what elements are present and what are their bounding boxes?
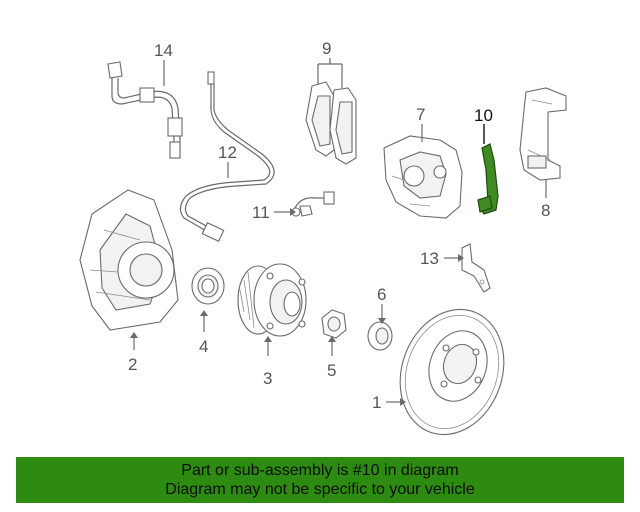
callout-13: 13: [420, 249, 439, 268]
callout-11: 11: [252, 203, 270, 222]
callout-14: 14: [154, 41, 173, 60]
part-5-nut: [321, 309, 347, 339]
part-7-caliper: [383, 135, 463, 219]
part-8-caliper-bracket: [519, 87, 567, 181]
callout-1: 1: [372, 393, 381, 412]
part-12-sensor-wire: [179, 71, 275, 242]
part-13-bracket: [461, 243, 491, 293]
part-6-cap: [367, 321, 393, 351]
part-11-wear-sensor: [291, 191, 335, 217]
callout-2: 2: [128, 355, 137, 374]
part-4-seal: [191, 267, 225, 305]
callout-10: 10: [474, 106, 493, 125]
banner-line-2: Diagram may not be specific to your vehi…: [165, 481, 475, 498]
part-1-rotor: [399, 308, 505, 436]
callout-5: 5: [327, 361, 336, 380]
part-9-brake-pads: [305, 81, 357, 165]
part-10-pad-clip: [477, 143, 499, 215]
part-14-brake-hose: [107, 61, 183, 159]
callout-8: 8: [541, 201, 550, 220]
callout-4: 4: [199, 337, 208, 356]
callout-9: 9: [322, 39, 331, 58]
parts-diagram: 14 12 9 7 10 8: [79, 39, 567, 436]
callout-7: 7: [416, 105, 425, 124]
part-3-hub: [237, 263, 307, 337]
callout-6: 6: [377, 285, 386, 304]
callout-3: 3: [263, 369, 272, 388]
banner-line-1: Part or sub-assembly is #10 in diagram: [181, 462, 459, 479]
callout-12: 12: [218, 143, 237, 162]
part-2-splash-shield: [79, 189, 179, 331]
info-banner: Part or sub-assembly is #10 in diagram D…: [16, 457, 624, 503]
